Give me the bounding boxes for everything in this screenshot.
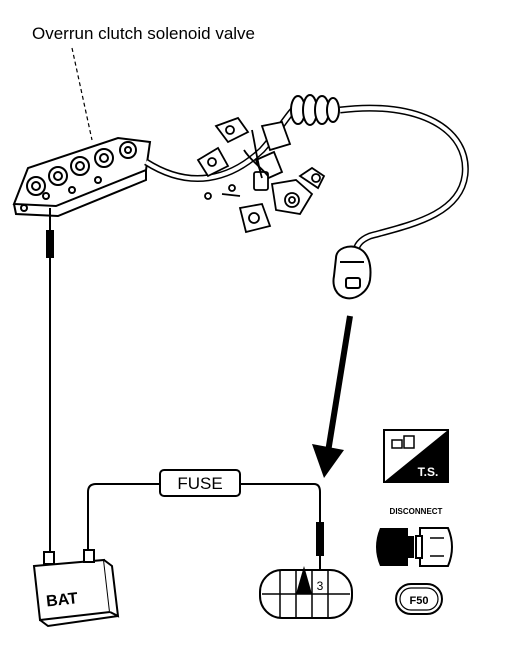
connector-code-label: F50 xyxy=(410,595,429,607)
title-leader-line xyxy=(71,47,93,141)
wiring-harness xyxy=(144,101,469,253)
connector-pointer-arrow xyxy=(312,315,353,478)
battery-terminal-positive xyxy=(43,551,55,565)
battery-positive-wire xyxy=(46,208,54,564)
battery-label: BAT xyxy=(45,590,79,610)
valve-title: Overrun clutch solenoid valve xyxy=(32,24,255,43)
terminal-number: 3 xyxy=(317,579,324,593)
connector-lock-tab xyxy=(296,566,312,594)
ts-tool-icon: T.S. xyxy=(383,429,449,483)
connector-code-badge: F50 xyxy=(395,583,443,615)
battery: BAT xyxy=(32,549,120,628)
fuse: FUSE xyxy=(159,469,241,497)
battery-terminal-negative xyxy=(83,549,95,563)
disconnect-label: DISCONNECT xyxy=(390,507,443,516)
terminal-connector-face: 3 xyxy=(259,566,353,619)
disconnect-connector-icon: DISCONNECT xyxy=(376,507,453,567)
sensor-cluster xyxy=(196,116,326,234)
harness-connector xyxy=(332,245,372,300)
fuse-label: FUSE xyxy=(177,474,222,493)
ts-label: T.S. xyxy=(418,465,439,479)
solenoid-valve-assembly xyxy=(12,136,152,218)
fuse-circuit-wire xyxy=(87,483,324,572)
harness-grommet xyxy=(290,94,340,126)
